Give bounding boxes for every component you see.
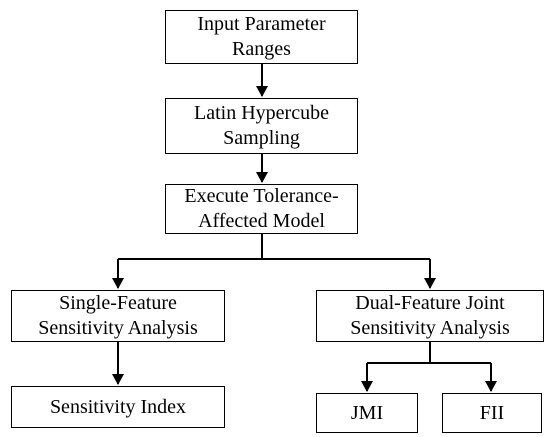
node-fii: FII xyxy=(442,393,542,433)
node-execute-model: Execute Tolerance- Affected Model xyxy=(165,184,358,234)
node-jmi: JMI xyxy=(316,393,418,433)
node-single-feature-sensitivity: Single-Feature Sensitivity Analysis xyxy=(11,290,225,342)
node-latin-hypercube-sampling: Latin Hypercube Sampling xyxy=(165,98,358,154)
node-input-parameter-ranges: Input Parameter Ranges xyxy=(165,10,358,64)
node-dual-feature-sensitivity: Dual-Feature Joint Sensitivity Analysis xyxy=(316,290,544,342)
node-sensitivity-index: Sensitivity Index xyxy=(11,386,225,428)
